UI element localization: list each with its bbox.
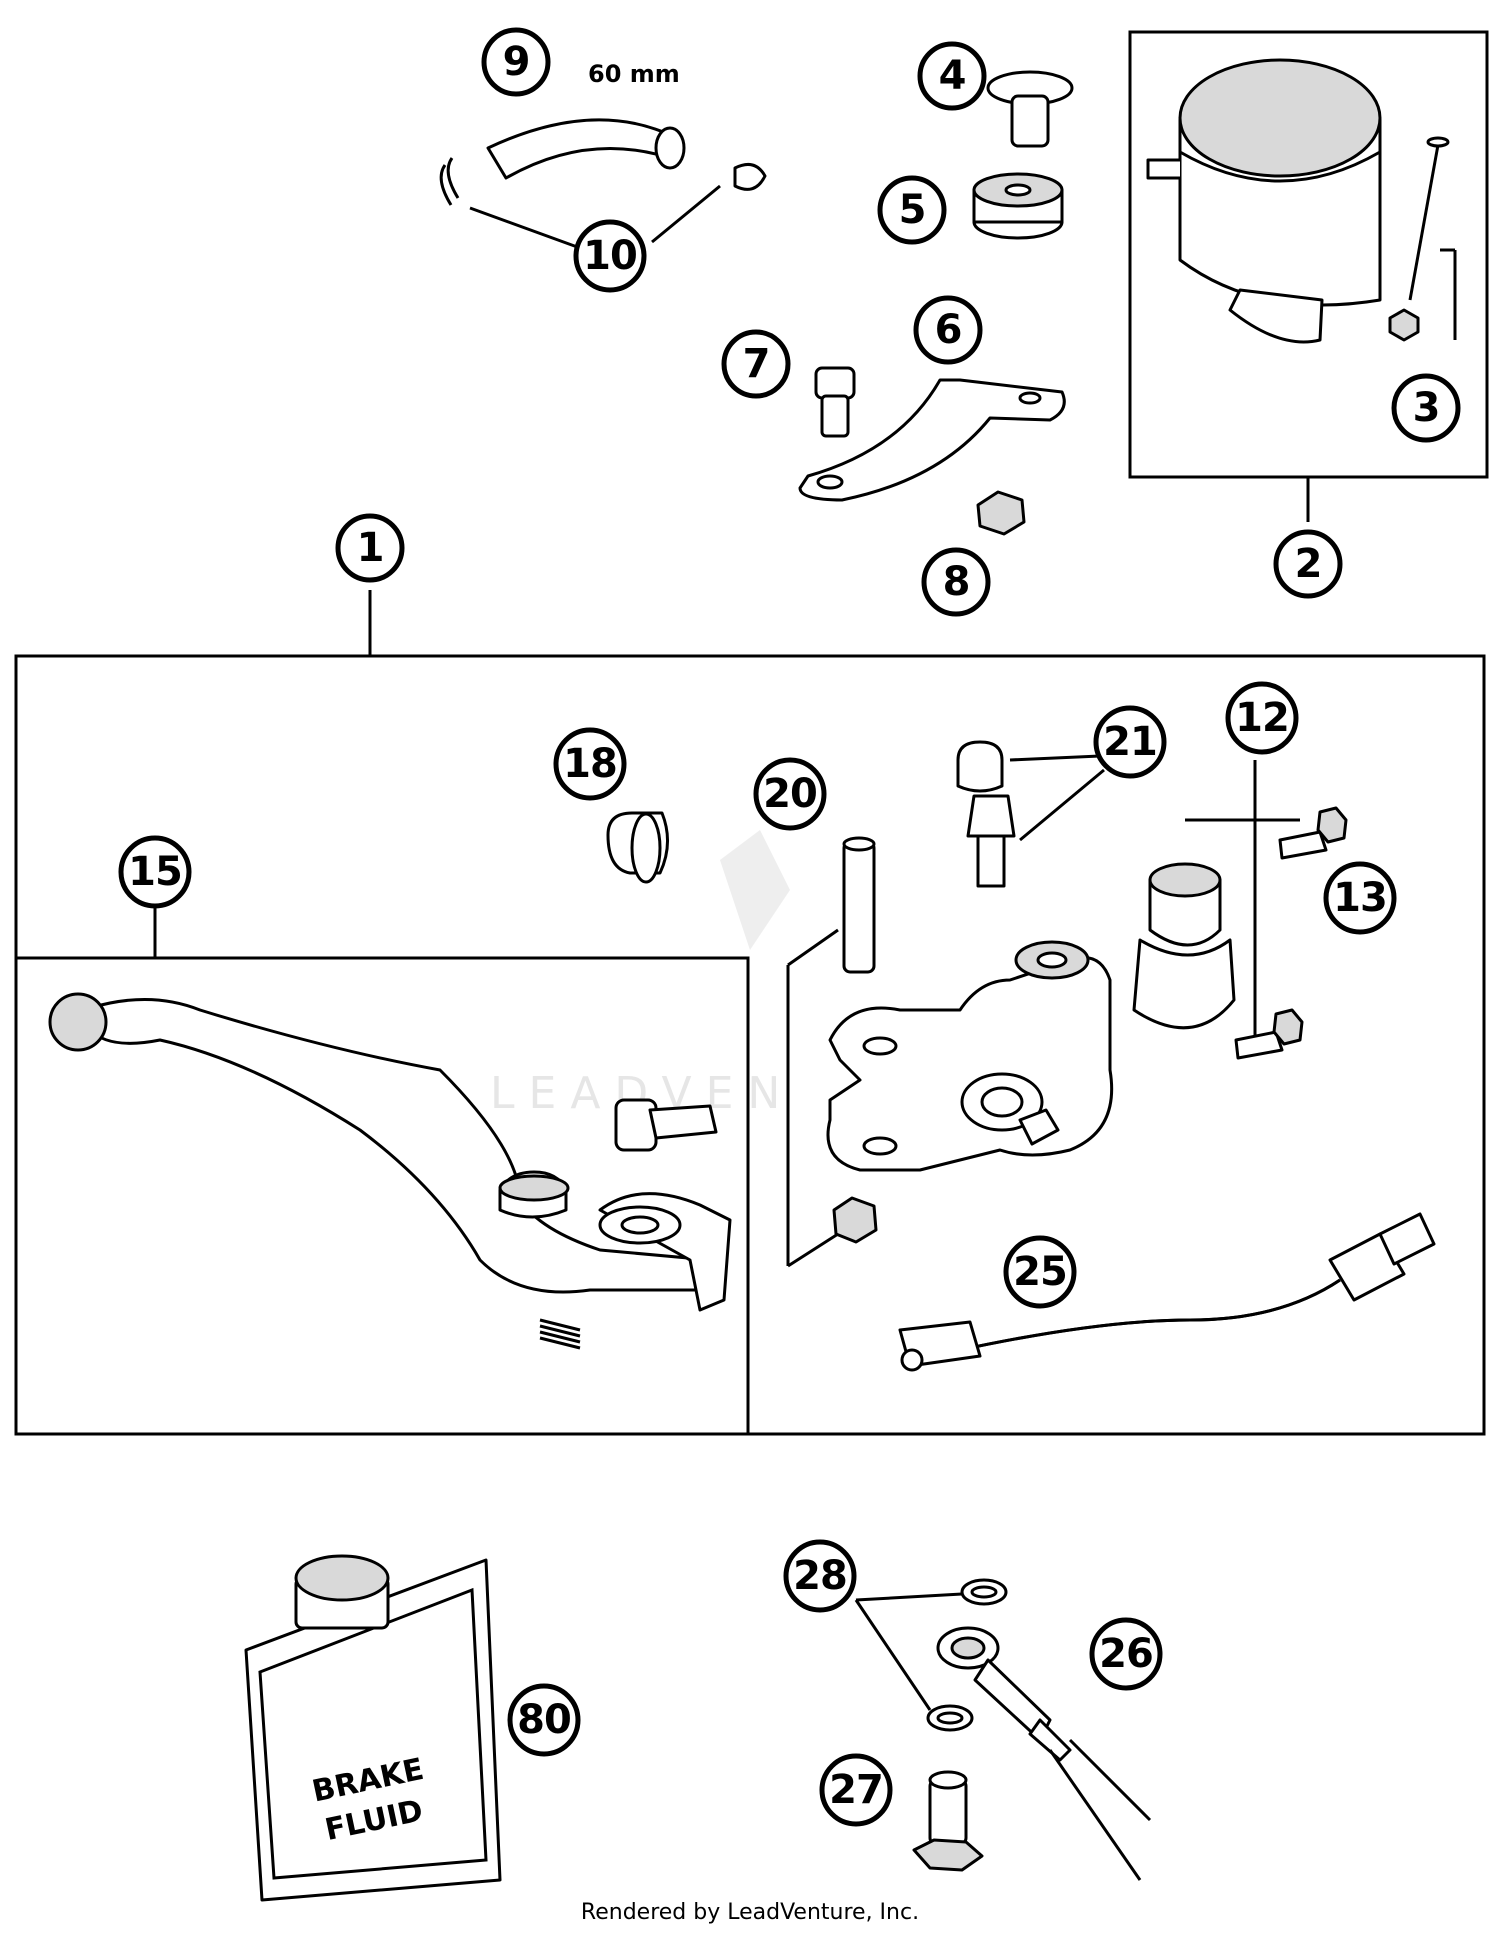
nut-part-8 <box>976 490 1026 536</box>
bolt-part-13 <box>1234 806 1348 1060</box>
callout-label-80: 80 <box>517 1697 571 1743</box>
bolt-part-7 <box>814 366 856 438</box>
callout-4: 4 <box>917 41 987 111</box>
callout-27: 27 <box>819 1753 893 1827</box>
callout-label-10: 10 <box>583 233 637 279</box>
callout-label-26: 26 <box>1099 1631 1153 1677</box>
screw-part <box>986 70 1074 148</box>
callout-label-2: 2 <box>1295 541 1322 587</box>
callout-label-25: 25 <box>1013 1249 1067 1295</box>
box-lever-assembly <box>14 956 750 1436</box>
callout-label-15: 15 <box>128 849 182 895</box>
clamp-part <box>1132 760 1300 1035</box>
callout-18: 18 <box>553 727 627 801</box>
callout-21: 21 <box>1093 705 1167 779</box>
callout-5: 5 <box>877 175 947 245</box>
banjo-bolt-part <box>912 1770 984 1872</box>
callout-7: 7 <box>721 329 791 399</box>
pin-part-20 <box>786 836 878 1268</box>
callout-9: 9 <box>481 27 551 97</box>
callout-label-27: 27 <box>829 1767 883 1813</box>
callout-label-8: 8 <box>943 559 970 605</box>
callout-1: 1 <box>335 513 405 583</box>
callout-label-18: 18 <box>563 741 617 787</box>
callout-label-20: 20 <box>763 771 817 817</box>
callout-label-9: 9 <box>503 39 530 85</box>
bleeder-part <box>956 740 1016 888</box>
callout-label-21: 21 <box>1103 719 1157 765</box>
callout-label-1: 1 <box>357 525 384 571</box>
callout-20: 20 <box>753 757 827 831</box>
callout-12: 12 <box>1225 681 1299 755</box>
callout-label-4: 4 <box>939 53 966 99</box>
callout-label-13: 13 <box>1333 875 1387 921</box>
callout-25: 25 <box>1003 1235 1077 1309</box>
callout-label-12: 12 <box>1235 695 1289 741</box>
dimension-label: 60 mm <box>588 60 680 88</box>
callout-8: 8 <box>921 547 991 617</box>
lever-part <box>48 992 732 1350</box>
master-cylinder-body <box>826 940 1114 1172</box>
callout-28: 28 <box>783 1539 857 1613</box>
callout-label-5: 5 <box>899 187 926 233</box>
washer-parts <box>854 1578 1008 1732</box>
brake-hose-part <box>936 1626 1152 1881</box>
callout-label-3: 3 <box>1413 385 1440 431</box>
callout-15: 15 <box>118 835 192 909</box>
reservoir-part <box>1146 58 1457 344</box>
callout-13: 13 <box>1323 861 1397 935</box>
callout-80: 80 <box>507 1683 581 1757</box>
grommet-part <box>972 172 1064 240</box>
callout-2: 2 <box>1273 529 1343 599</box>
callout-label-6: 6 <box>935 307 962 353</box>
brake-switch-part <box>898 1212 1436 1372</box>
cap-part-18 <box>606 811 669 884</box>
bracket-part <box>798 378 1066 502</box>
callout-6: 6 <box>913 295 983 365</box>
brake-fluid-can: BRAKE FLUID <box>244 1554 502 1902</box>
callout-label-28: 28 <box>793 1553 847 1599</box>
hose-part: 60 mm <box>439 60 767 250</box>
footer-credit: Rendered by LeadVenture, Inc. <box>580 1900 920 1925</box>
callout-3: 3 <box>1391 373 1461 443</box>
callout-label-7: 7 <box>743 341 770 387</box>
callout-26: 26 <box>1089 1617 1163 1691</box>
watermark: LEADVEN <box>490 830 790 1119</box>
callout-10: 10 <box>573 219 647 293</box>
